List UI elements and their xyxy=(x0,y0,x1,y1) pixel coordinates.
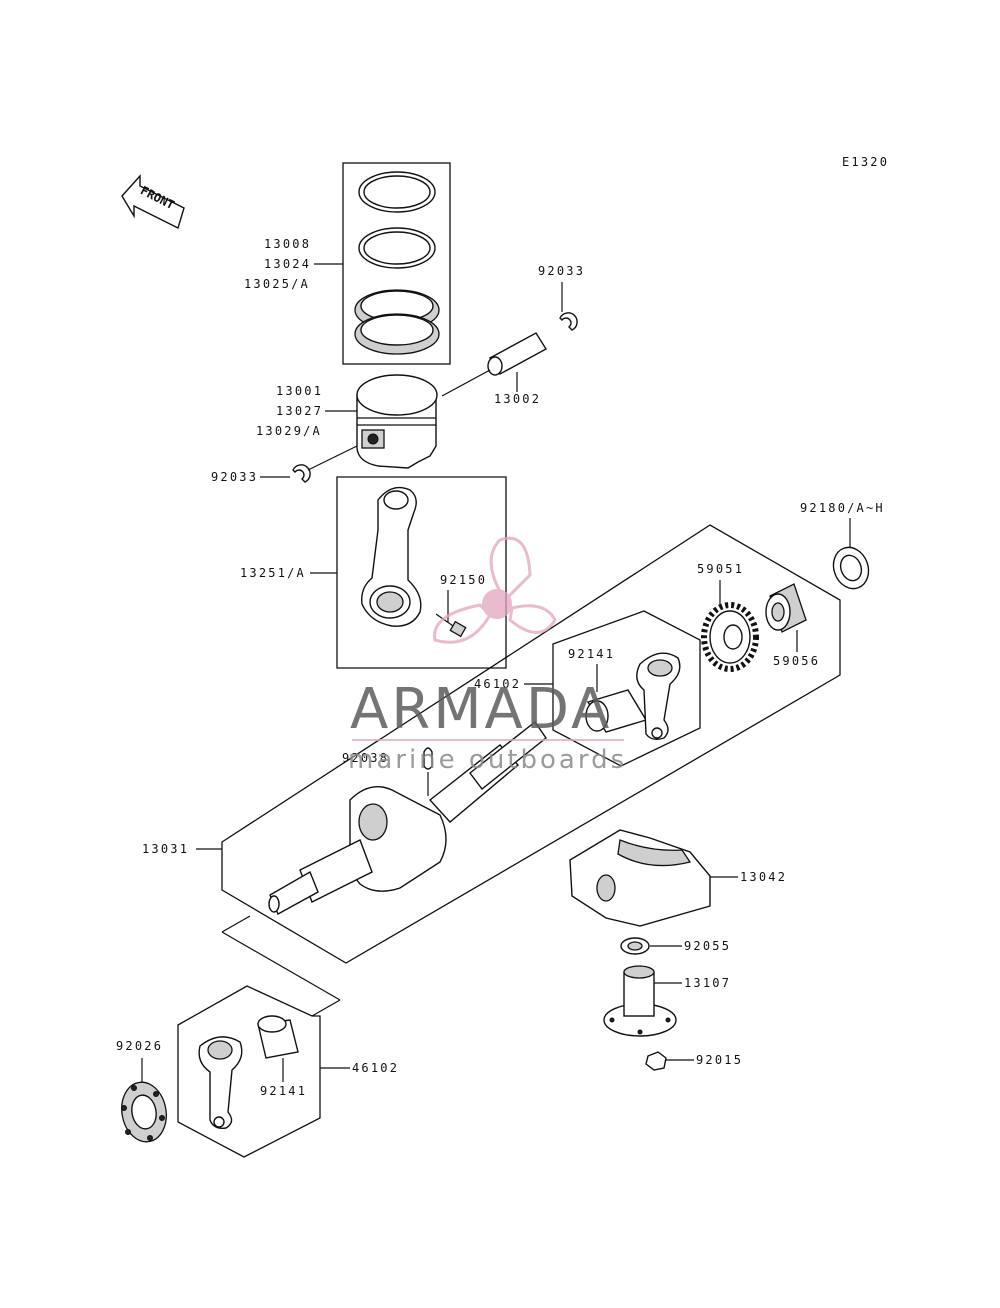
label-13107: 13107 xyxy=(684,976,731,990)
label-13031: 13031 xyxy=(142,842,189,856)
circlip-icon xyxy=(292,464,311,483)
bushing-icon xyxy=(585,689,648,733)
piston-rings-icon xyxy=(354,171,440,355)
bolt-icon xyxy=(435,613,467,638)
watermark-tagline: marine outboards xyxy=(348,745,627,775)
label-13029: 13029/A xyxy=(256,424,322,438)
label-92055: 92055 xyxy=(684,939,731,953)
label-13025: 13025/A xyxy=(244,277,310,291)
label-92033-left: 92033 xyxy=(211,470,258,484)
washer-icon xyxy=(620,937,650,955)
label-59051: 59051 xyxy=(697,562,744,576)
piston-icon xyxy=(356,374,438,469)
front-arrow-icon: FRONT xyxy=(121,174,185,229)
bushing-icon xyxy=(257,1015,299,1059)
label-92180: 92180/A~H xyxy=(800,501,885,515)
balancer-box-lower xyxy=(177,985,321,1158)
nut-icon xyxy=(645,1051,667,1071)
label-92141-upper: 92141 xyxy=(568,647,615,661)
label-13002: 13002 xyxy=(494,392,541,406)
label-13001: 13001 xyxy=(276,384,323,398)
shaft-icon xyxy=(603,965,677,1037)
label-92026: 92026 xyxy=(116,1039,163,1053)
watermark-brand: ARMADA xyxy=(350,677,612,742)
connecting-rod-icon xyxy=(361,486,422,627)
watermark-logo xyxy=(352,536,624,741)
piston-pin-icon xyxy=(487,332,547,376)
thrust-washer-icon xyxy=(121,1081,167,1143)
shim-washer-icon xyxy=(832,546,870,590)
balancer-arm-icon xyxy=(636,652,681,741)
label-92015: 92015 xyxy=(696,1053,743,1067)
label-13251: 13251/A xyxy=(240,566,306,580)
gear-icon xyxy=(701,602,759,672)
circlip-icon xyxy=(559,312,578,331)
rod-box xyxy=(336,476,507,669)
label-46102-lower: 46102 xyxy=(352,1061,399,1075)
balancer-box-upper xyxy=(552,610,701,767)
bearing-gear-icon xyxy=(765,583,807,633)
label-59056: 59056 xyxy=(773,654,820,668)
key-icon xyxy=(423,747,433,770)
balancer-arm-icon xyxy=(198,1036,243,1130)
crankshaft-icon xyxy=(268,720,547,915)
label-92038: 92038 xyxy=(342,751,389,765)
label-13024: 13024 xyxy=(264,257,311,271)
label-13027: 13027 xyxy=(276,404,323,418)
diagram-code: E1320 xyxy=(842,155,889,169)
label-92141-lower: 92141 xyxy=(260,1084,307,1098)
label-46102-upper: 46102 xyxy=(474,677,521,691)
crankshaft-box xyxy=(221,524,841,964)
label-92033-top: 92033 xyxy=(538,264,585,278)
label-92150: 92150 xyxy=(440,573,487,587)
bearing-holder-icon xyxy=(569,829,711,927)
label-13042: 13042 xyxy=(740,870,787,884)
label-13008: 13008 xyxy=(264,237,311,251)
